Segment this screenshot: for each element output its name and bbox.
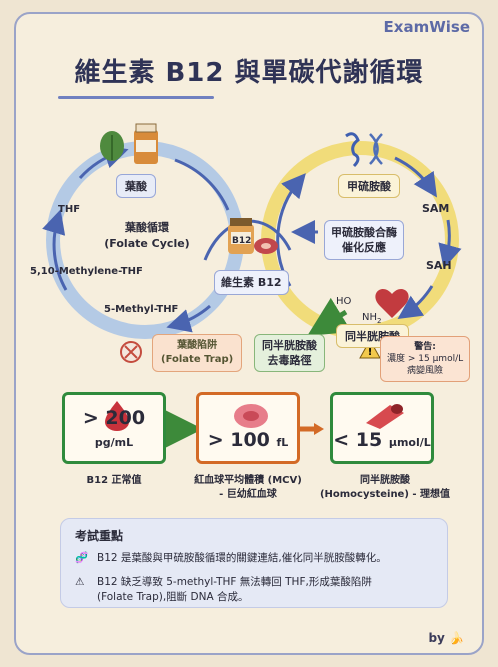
blood-vessel-icon [366,404,404,429]
banana-icon: 🍌 [449,631,464,645]
metric-mcv-number: > 100 [207,429,270,451]
nh2-main: NH [362,312,377,323]
thf-label: THF [58,204,81,215]
key-point-2-line2: (Folate Trap),阻斷 DNA 合成。 [97,591,249,603]
detox-box: 同半胱胺酸 去毒路徑 [254,334,325,372]
folate-cycle-name-zh: 葉酸循環 [125,221,169,234]
metric-homocysteine-caption1: 同半胱胺酸 [360,475,410,486]
protein-icon [345,132,360,168]
detox-line2: 去毒路徑 [267,354,312,367]
sah-label: SAH [426,259,452,272]
svg-text:!: ! [368,347,373,358]
metric-homocysteine-caption: 同半胱胺酸 (Homocysteine) - 理想值 [310,474,460,502]
metric-mcv-caption1: 紅血球平均體積 (MCV) [194,475,302,486]
warning-box: 警告: 濃度 > 15 µmol/L 病變風險 [380,336,471,382]
key-points-heading: 考試重點 [75,529,124,543]
metric-homocysteine-number: < 15 [333,429,383,451]
methyl-thf-label: 5-Methyl-THF [104,304,179,315]
trap-icon [120,341,142,363]
methionine-arrow-top [394,156,437,198]
folate-cycle-name-en: (Folate Cycle) [104,237,190,250]
metric-mcv-value: > 100 fL [199,429,297,451]
key-point-1-text: B12 是葉酸與甲硫胺酸循環的關鍵連結,催化同半胱胺酸轉化。 [97,552,387,564]
b12-jar-icon [228,218,254,254]
metric-homocysteine: < 15 µmol/L [330,392,434,464]
nh2-label: NH2 [362,312,381,325]
folate-label: 葉酸 [116,174,156,198]
metric-mcv: > 100 fL [196,392,300,464]
title-underline [58,96,214,99]
methionine-arrow-bottom [397,285,434,320]
metric-b12-number: > 200 [82,407,146,429]
b12-label: 維生素 B12 [214,270,289,295]
signature-text: by [428,631,445,645]
enzyme-line1: 甲硫胺酸合酶 [331,226,397,239]
key-point-1: 🧬 B12 是葉酸與甲硫胺酸循環的關鍵連結,催化同半胱胺酸轉化。 [75,551,437,566]
spinach-icon [100,131,124,161]
enzyme-line2: 催化反應 [342,241,386,254]
supplement-bottle-icon [134,123,158,164]
cycle-diagram: ! [42,123,462,449]
metric-b12-caption: B12 正常值 [86,475,142,486]
metric-b12-value: > 200 pg/mL [65,407,163,451]
dna-icon [369,133,383,165]
brand-logo: ExamWise [377,18,476,36]
key-point-2-line1: B12 缺乏導致 5-methyl-THF 無法轉回 THF,形成葉酸陷阱 [97,576,372,588]
metric-mcv-caption: 紅血球平均體積 (MCV) - 巨幼紅血球 [170,474,326,502]
methionine-arrow-right [438,219,462,269]
metric-homocysteine-unit: µmol/L [388,436,431,449]
dna-icon: 🧬 [75,552,89,564]
key-points-panel: 考試重點 🧬 B12 是葉酸與甲硫胺酸循環的關鍵連結,催化同半胱胺酸轉化。 ⚠ … [60,518,448,608]
trap-line2: (Folate Trap) [161,354,234,365]
metric-mcv-unit: fL [276,436,289,449]
red-cell-icon [234,404,268,428]
warning-line3: 病變風險 [407,366,444,376]
folate-arrow-left [42,209,68,291]
metric-homocysteine-caption2: (Homocysteine) - 理想值 [319,489,451,500]
trap-line1: 葉酸陷阱 [177,340,218,351]
methionine-label: 甲硫胺酸 [338,174,400,198]
enzyme-box: 甲硫胺酸合酶 催化反應 [324,220,404,260]
metric-homocysteine-value: < 15 µmol/L [333,429,431,451]
meat-icon [254,238,278,254]
blood-drop-icon [105,401,129,431]
ho-label: HO [336,296,352,307]
metric-mcv-caption2: - 巨幼紅血球 [219,489,277,500]
sam-label: SAM [422,202,450,215]
folate-trap-box: 葉酸陷阱 (Folate Trap) [152,334,243,372]
folate-cycle-name: 葉酸循環 (Folate Cycle) [92,220,202,252]
metric-b12: > 200 pg/mL [62,392,166,464]
nh2-sub: 2 [377,317,382,325]
key-point-2: ⚠ B12 缺乏導致 5-methyl-THF 無法轉回 THF,形成葉酸陷阱 … [75,575,437,605]
page-title: 維生素 B12 與單碳代謝循環 [74,58,424,88]
methylene-thf-label: 5,10-Methylene-THF [30,266,143,277]
warning-line2: 濃度 > 15 µmol/L [387,354,464,364]
detox-arrow [307,297,352,336]
warning-icon: ! [359,338,381,359]
folate-arrow-bottom [166,304,211,333]
heart-icon [375,289,409,318]
metric-b12-unit: pg/mL [94,436,134,449]
signature: by 🍌 [428,631,464,645]
warning-line1: 警告: [414,342,436,352]
detox-line1: 同半胱胺酸 [262,339,317,352]
warning-icon: ⚠ [75,576,85,588]
folate-arrow-right [174,158,230,211]
b12-jar-label: B12 [232,236,252,246]
